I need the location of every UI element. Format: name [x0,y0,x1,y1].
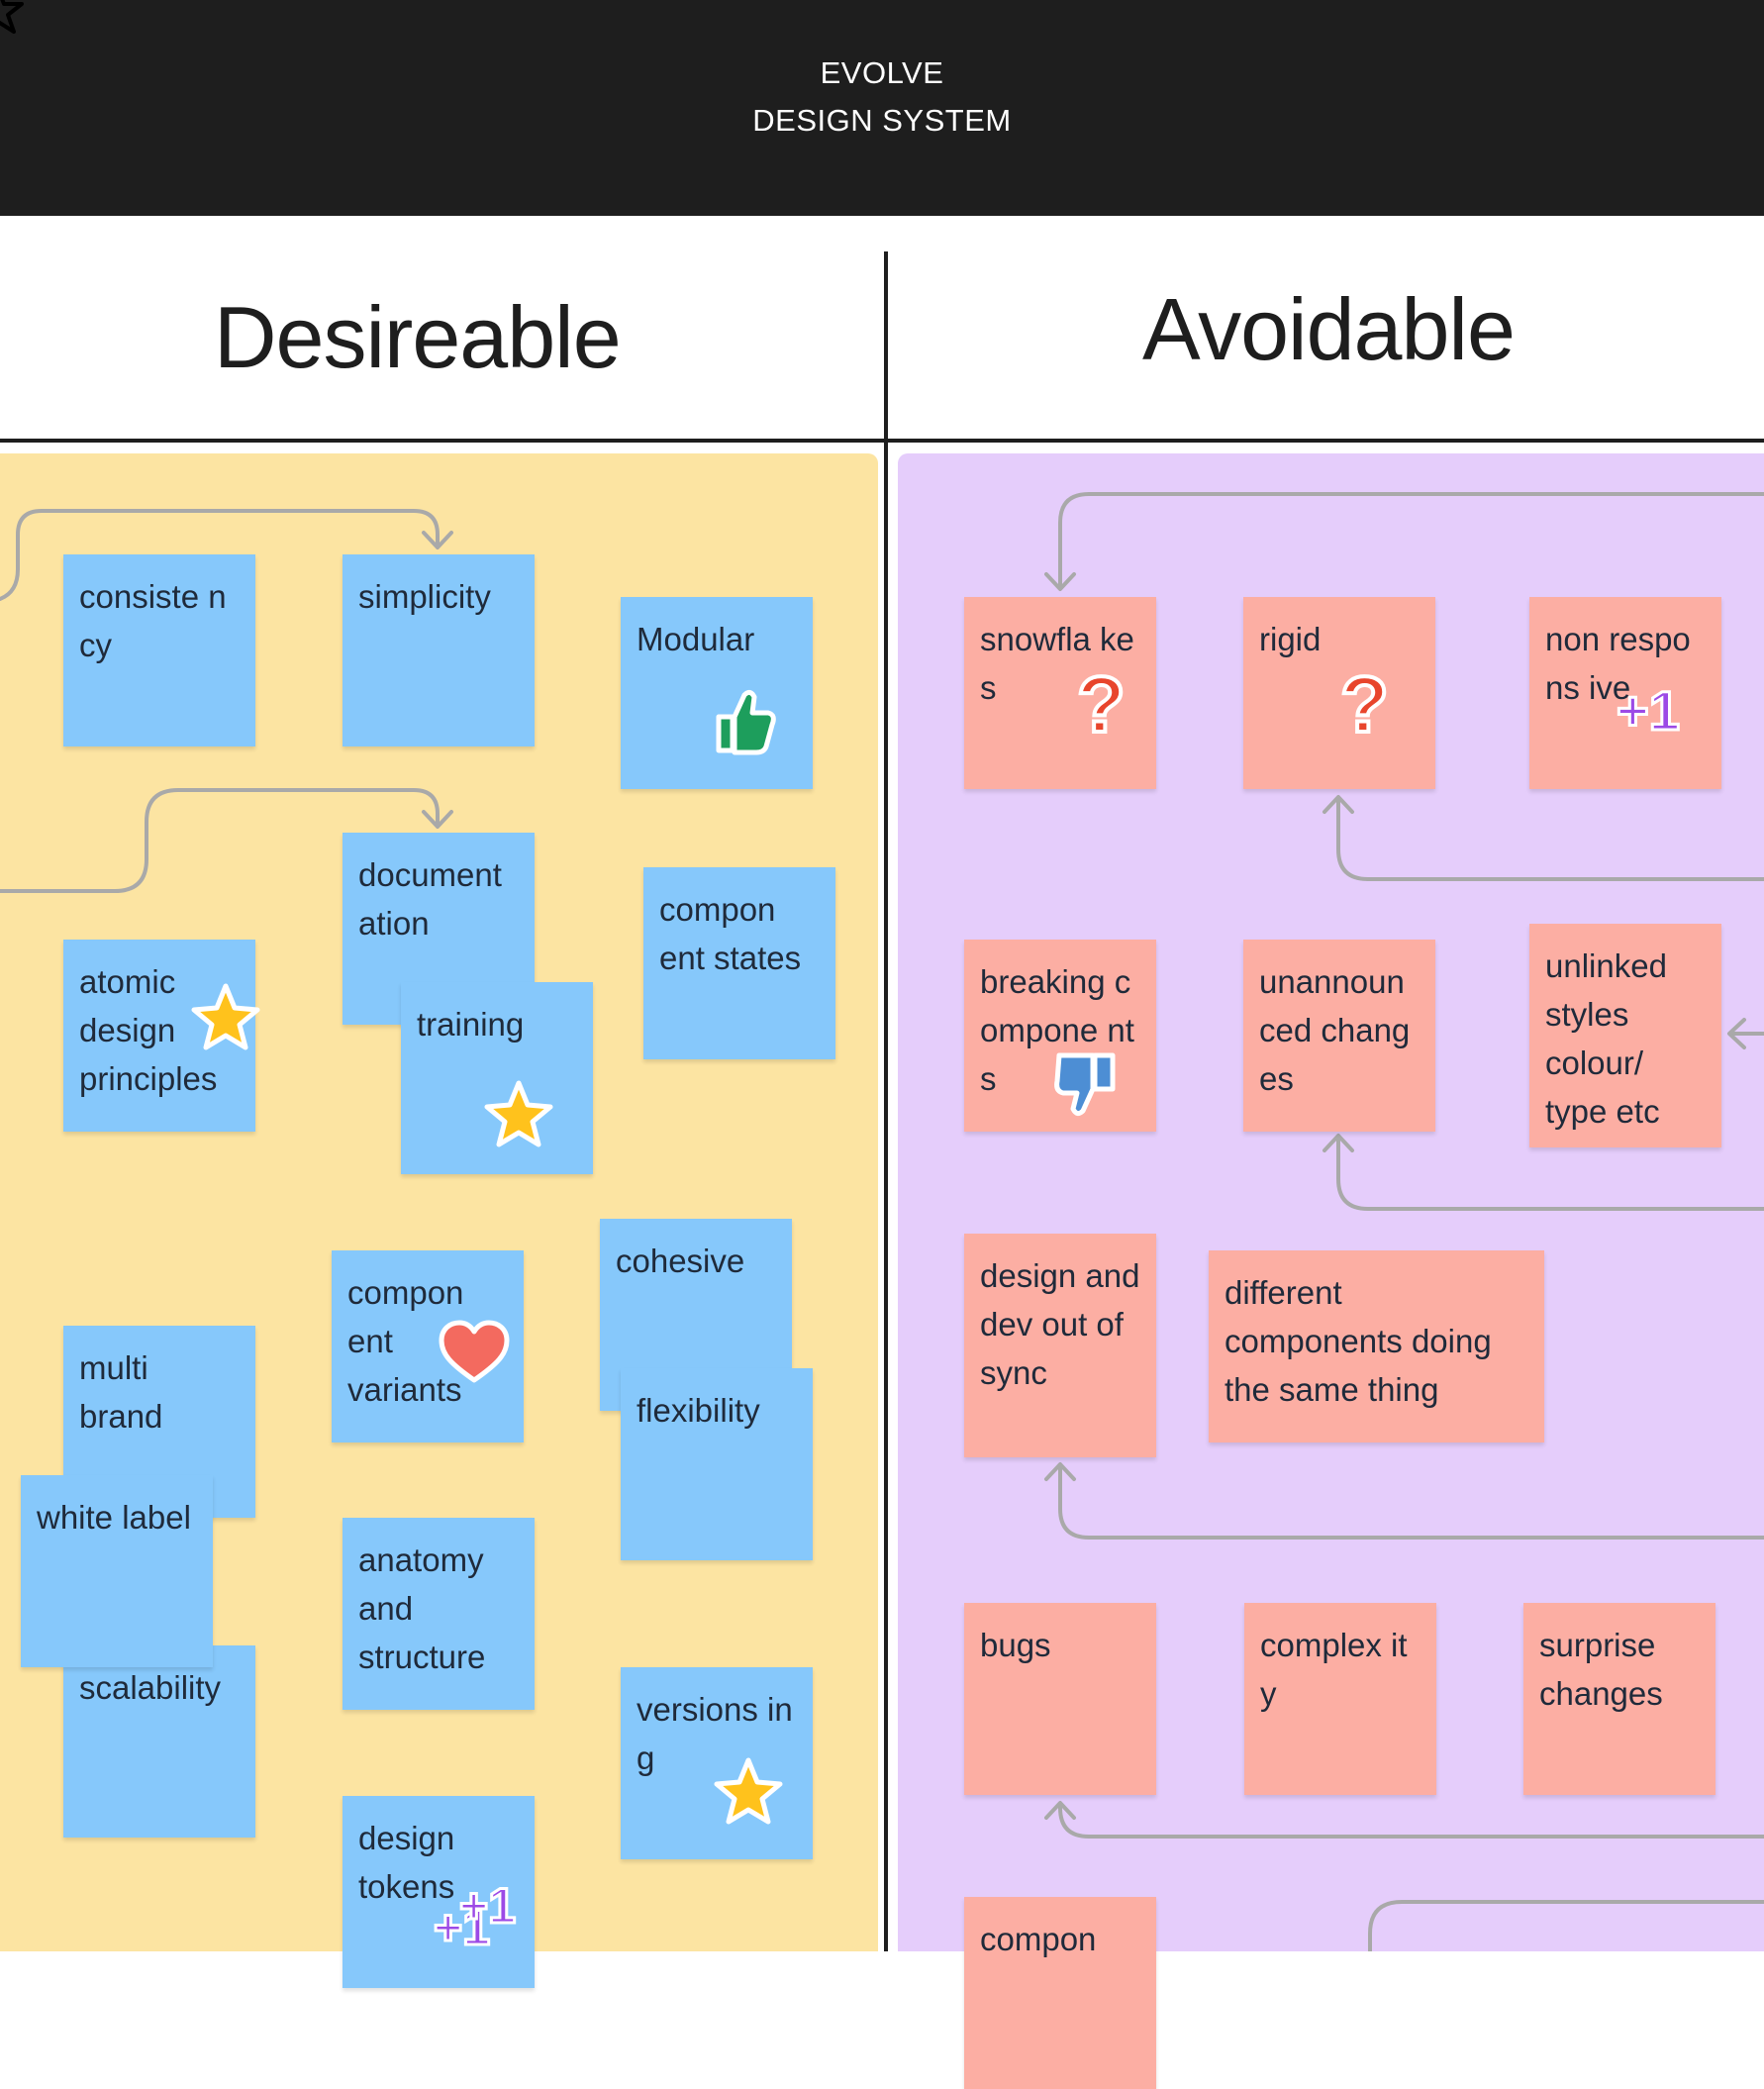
heart-icon [439,1320,510,1383]
thumbs-up-icon [716,689,776,755]
connector-lines [0,492,1764,1951]
sticky-note-anatomy-structure[interactable]: anatomy and structure [343,1518,535,1710]
sticky-note-rigid[interactable]: rigid [1243,597,1435,789]
question-icon: ? [1075,660,1127,748]
sticky-note-non-responsive[interactable]: non respons ive [1529,597,1721,789]
star-icon [714,1757,783,1825]
sticky-note-training[interactable]: training [401,982,593,1174]
connector-arrow [0,788,440,893]
plus-one-label: +1 [457,1877,517,1936]
connector-arrow [1058,1802,1764,1839]
connector-arrow [0,509,440,601]
sticky-note-complexity[interactable]: complex ity [1244,1603,1436,1795]
sticky-note-unannounced-changes[interactable]: unannoun ced changes [1243,940,1435,1132]
sticky-note-different-components[interactable]: different components doing the same thin… [1209,1250,1544,1442]
sticky-note-scalability[interactable]: scalability [63,1645,255,1838]
connector-arrow [1336,1135,1764,1211]
connector-arrow [1058,492,1764,590]
board-title-line2: DESIGN SYSTEM [752,103,1012,138]
connector-arrow [1058,1463,1764,1540]
star-outline-icon [0,0,24,34]
plus-one-sticker: +1 [1616,679,1682,742]
board-header: EVOLVE DESIGN SYSTEM [0,0,1764,216]
sticky-note-surprise-changes[interactable]: surprise changes [1523,1603,1715,1795]
star-icon [484,1080,553,1147]
board-title-line1: EVOLVE [820,55,944,90]
plus-one-label: +1 [434,1899,492,1952]
star-icon [191,983,260,1050]
sticky-note-simplicity[interactable]: simplicity [343,554,535,746]
sticky-note-component-states[interactable]: compon ent states [643,867,835,1059]
sticky-note-bugs[interactable]: bugs [964,1603,1156,1795]
sticky-note-flexibility[interactable]: flexibility [621,1368,813,1560]
column-title-avoidable: Avoidable [1142,280,1516,378]
sticky-note-compon[interactable]: compon [964,1897,1156,2089]
sticky-note-unlinked-styles[interactable]: unlinked styles colour/ type etc [1529,924,1721,1147]
sticky-note-modular[interactable]: Modular [621,597,813,789]
sticky-note-versioning[interactable]: versions ing [621,1667,813,1859]
sticky-note-breaking-components[interactable]: breaking compone nts [964,940,1156,1132]
question-icon: ? [1338,660,1391,748]
connector-arrow [1368,1900,1764,1951]
sticky-note-design-dev-sync[interactable]: design and dev out of sync [964,1234,1156,1457]
sticky-note-white-label[interactable]: white label [21,1475,213,1667]
column-divider [884,251,888,1951]
sticky-note-snowflakes[interactable]: snowfla kes [964,597,1156,789]
plus-one-sticker: +1 +1 [434,1877,552,1951]
column-title-desireable: Desireable [214,288,622,386]
thumbs-down-icon [1054,1052,1116,1117]
header-divider [0,439,1764,443]
sticky-note-consistency[interactable]: consiste ncy [63,554,255,746]
sticky-note-component-variants[interactable]: compon ent variants [332,1250,524,1442]
